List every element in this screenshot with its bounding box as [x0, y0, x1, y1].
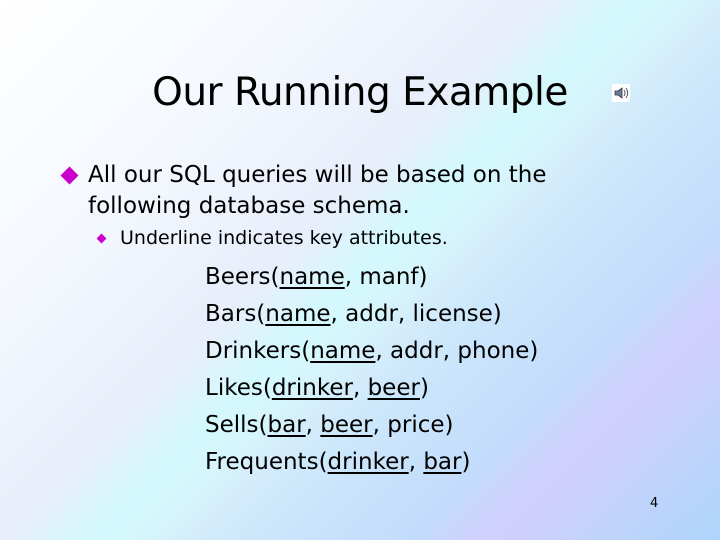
- schema-text: ,: [305, 412, 321, 438]
- schema-list: Beers(name, manf)Bars(name, addr, licens…: [205, 259, 538, 481]
- schema-text: ,: [352, 375, 368, 401]
- schema-text: , price): [372, 412, 454, 438]
- sub-bullet: Underline indicates key attributes.: [96, 227, 448, 249]
- schema-text: , addr, license): [330, 301, 502, 327]
- main-bullet: All our SQL queries will be based on the…: [60, 160, 622, 222]
- schema-text: Drinkers(: [205, 338, 311, 364]
- key-attribute: beer: [367, 375, 420, 401]
- diamond-bullet-icon: [60, 166, 79, 185]
- schema-relation: Sells(bar, beer, price): [205, 407, 538, 444]
- sub-bullet-text: Underline indicates key attributes.: [120, 227, 448, 249]
- schema-text: ,: [408, 449, 424, 475]
- key-attribute: beer: [320, 412, 373, 438]
- schema-text: Frequents(: [205, 449, 328, 475]
- schema-relation: Frequents(drinker, bar): [205, 444, 538, 481]
- schema-text: ): [419, 375, 429, 401]
- schema-relation: Drinkers(name, addr, phone): [205, 333, 538, 370]
- schema-text: Likes(: [205, 375, 272, 401]
- schema-text: , addr, phone): [375, 338, 539, 364]
- schema-relation: Beers(name, manf): [205, 259, 538, 296]
- key-attribute: name: [310, 338, 376, 364]
- schema-relation: Bars(name, addr, license): [205, 296, 538, 333]
- schema-text: Beers(: [205, 264, 280, 290]
- schema-text: , manf): [344, 264, 428, 290]
- schema-text: ): [461, 449, 471, 475]
- page-number: 4: [650, 496, 659, 511]
- diamond-bullet-icon: [96, 233, 107, 244]
- key-attribute: drinker: [327, 449, 409, 475]
- bullet-text: All our SQL queries will be based on the…: [88, 162, 547, 219]
- key-attribute: name: [265, 301, 331, 327]
- schema-text: Bars(: [205, 301, 266, 327]
- key-attribute: bar: [267, 412, 306, 438]
- key-attribute: name: [279, 264, 345, 290]
- schema-text: Sells(: [205, 412, 268, 438]
- key-attribute: bar: [423, 449, 462, 475]
- slide-title: Our Running Example: [152, 70, 568, 115]
- speaker-icon[interactable]: [612, 84, 630, 102]
- schema-relation: Likes(drinker, beer): [205, 370, 538, 407]
- key-attribute: drinker: [271, 375, 353, 401]
